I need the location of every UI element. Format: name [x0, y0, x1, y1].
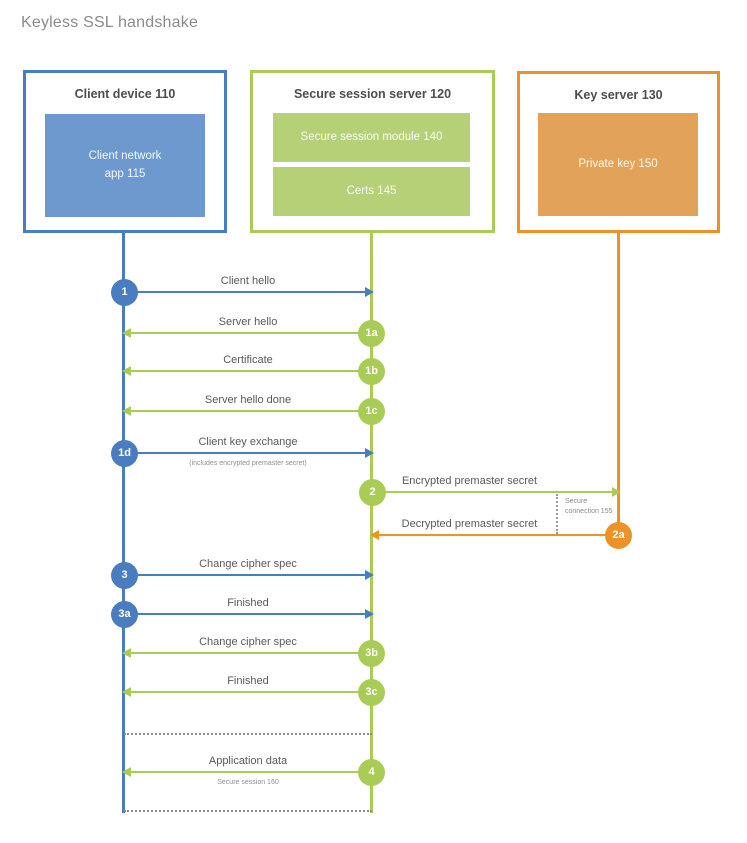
lifeline-client: [122, 233, 125, 813]
lifeline-server: [370, 233, 373, 813]
message-label: Change cipher spec: [199, 636, 297, 648]
actor-box-client-device: Client device 110 Client network app 115: [23, 70, 227, 233]
arrow-line: [124, 332, 372, 334]
message-note: (includes encrypted premaster secret): [189, 460, 307, 467]
step-badge: 1b: [358, 358, 385, 385]
message-label: Decrypted premaster secret: [401, 518, 538, 530]
secure-connection-label: Secure connection 155: [565, 498, 613, 515]
arrow-line: [124, 574, 372, 576]
diagram-title: Keyless SSL handshake: [21, 14, 199, 31]
step-badge: 4: [358, 759, 385, 786]
session-separator-top: [124, 733, 372, 735]
component-private-key: Private key 150: [538, 113, 698, 216]
arrowhead-left-icon: [122, 406, 131, 416]
arrow-line: [124, 613, 372, 615]
arrowhead-left-icon: [122, 648, 131, 658]
arrow-line: [124, 691, 372, 693]
step-badge: 3a: [111, 601, 138, 628]
arrow-line: [124, 652, 372, 654]
arrow-line: [372, 491, 619, 493]
message-label: Server hello: [218, 316, 278, 328]
message-label: Server hello done: [204, 394, 292, 406]
step-badge: 2a: [605, 522, 632, 549]
actor-title: Secure session server 120: [293, 87, 452, 101]
message-label: Application data: [208, 755, 288, 767]
arrow-line: [124, 370, 372, 372]
component-secure-session-module: Secure session module 140: [273, 113, 470, 162]
message-note: Secure session 160: [217, 779, 279, 786]
step-badge: 1d: [111, 440, 138, 467]
actor-title: Key server 130: [574, 88, 663, 102]
arrowhead-right-icon: [365, 448, 374, 458]
session-separator-bottom: [124, 810, 372, 812]
arrowhead-left-icon: [122, 366, 131, 376]
step-badge: 1: [111, 279, 138, 306]
message-label: Finished: [227, 675, 269, 687]
arrow-line: [124, 410, 372, 412]
arrowhead-right-icon: [365, 570, 374, 580]
arrowhead-right-icon: [612, 487, 621, 497]
message-label: Certificate: [223, 354, 273, 366]
component-client-network-app: Client network app 115: [45, 114, 205, 217]
lifeline-key-server: [617, 233, 620, 535]
step-badge: 1a: [358, 320, 385, 347]
arrow-line: [124, 452, 372, 454]
arrowhead-left-icon: [370, 530, 379, 540]
secure-connection-divider: [556, 494, 558, 534]
message-label: Change cipher spec: [199, 558, 297, 570]
arrow-line: [124, 771, 372, 773]
arrowhead-left-icon: [122, 767, 131, 777]
step-badge: 3c: [358, 679, 385, 706]
step-badge: 3: [111, 562, 138, 589]
message-label: Client hello: [220, 275, 276, 287]
message-label: Client key exchange: [198, 436, 298, 448]
arrowhead-right-icon: [365, 609, 374, 619]
actor-title: Client device 110: [74, 87, 176, 101]
arrowhead-left-icon: [122, 687, 131, 697]
step-badge: 2: [359, 479, 386, 506]
component-certs: Certs 145: [273, 167, 470, 216]
message-label: Finished: [227, 597, 269, 609]
step-badge: 3b: [358, 640, 385, 667]
arrow-line: [124, 291, 372, 293]
message-label: Encrypted premaster secret: [401, 475, 538, 487]
arrowhead-right-icon: [365, 287, 374, 297]
actor-box-key-server: Key server 130 Private key 150: [517, 71, 720, 233]
step-badge: 1c: [358, 398, 385, 425]
arrowhead-left-icon: [122, 328, 131, 338]
arrow-line: [372, 534, 619, 536]
actor-box-secure-session-server: Secure session server 120 Secure session…: [250, 70, 495, 233]
